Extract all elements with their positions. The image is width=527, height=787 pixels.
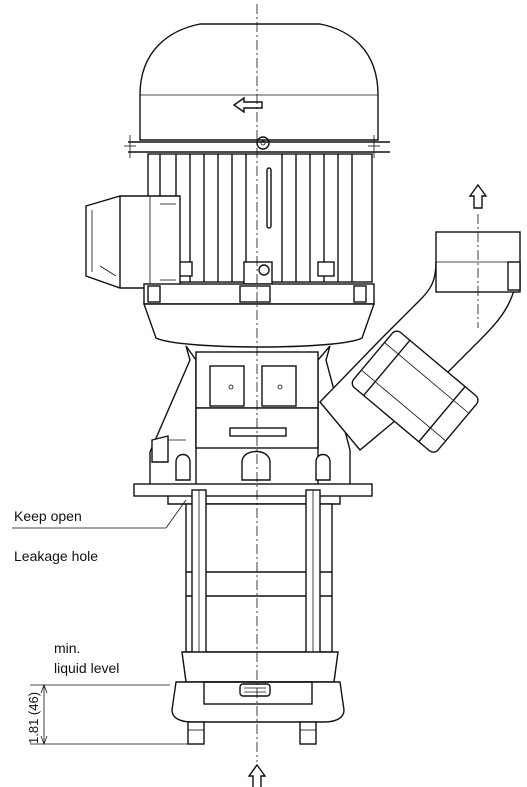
min-label: min.: [54, 640, 80, 656]
pump-bracket: [149, 345, 351, 487]
keep-open-leader: [165, 499, 187, 529]
leakage-hole-label: Leakage hole: [14, 548, 98, 564]
mounting-plate: [133, 483, 373, 505]
terminal-box: [85, 195, 181, 289]
motor-fan-cover: [124, 23, 390, 158]
outlet-arrow-icon: [468, 183, 488, 209]
rotation-arrow-icon: [232, 96, 263, 114]
motor-body: [147, 153, 373, 285]
liquid-level-label: liquid level: [54, 660, 119, 676]
pump-column: [185, 489, 333, 691]
suction-base: [171, 651, 345, 745]
discharge-elbow: [319, 231, 521, 453]
keep-open-label: Keep open: [14, 508, 82, 524]
inlet-arrow-icon: [247, 763, 267, 787]
min-level-dimension: [30, 683, 190, 746]
motor-flange: [143, 283, 375, 348]
dimension-label: 1.81 (46): [26, 692, 41, 744]
